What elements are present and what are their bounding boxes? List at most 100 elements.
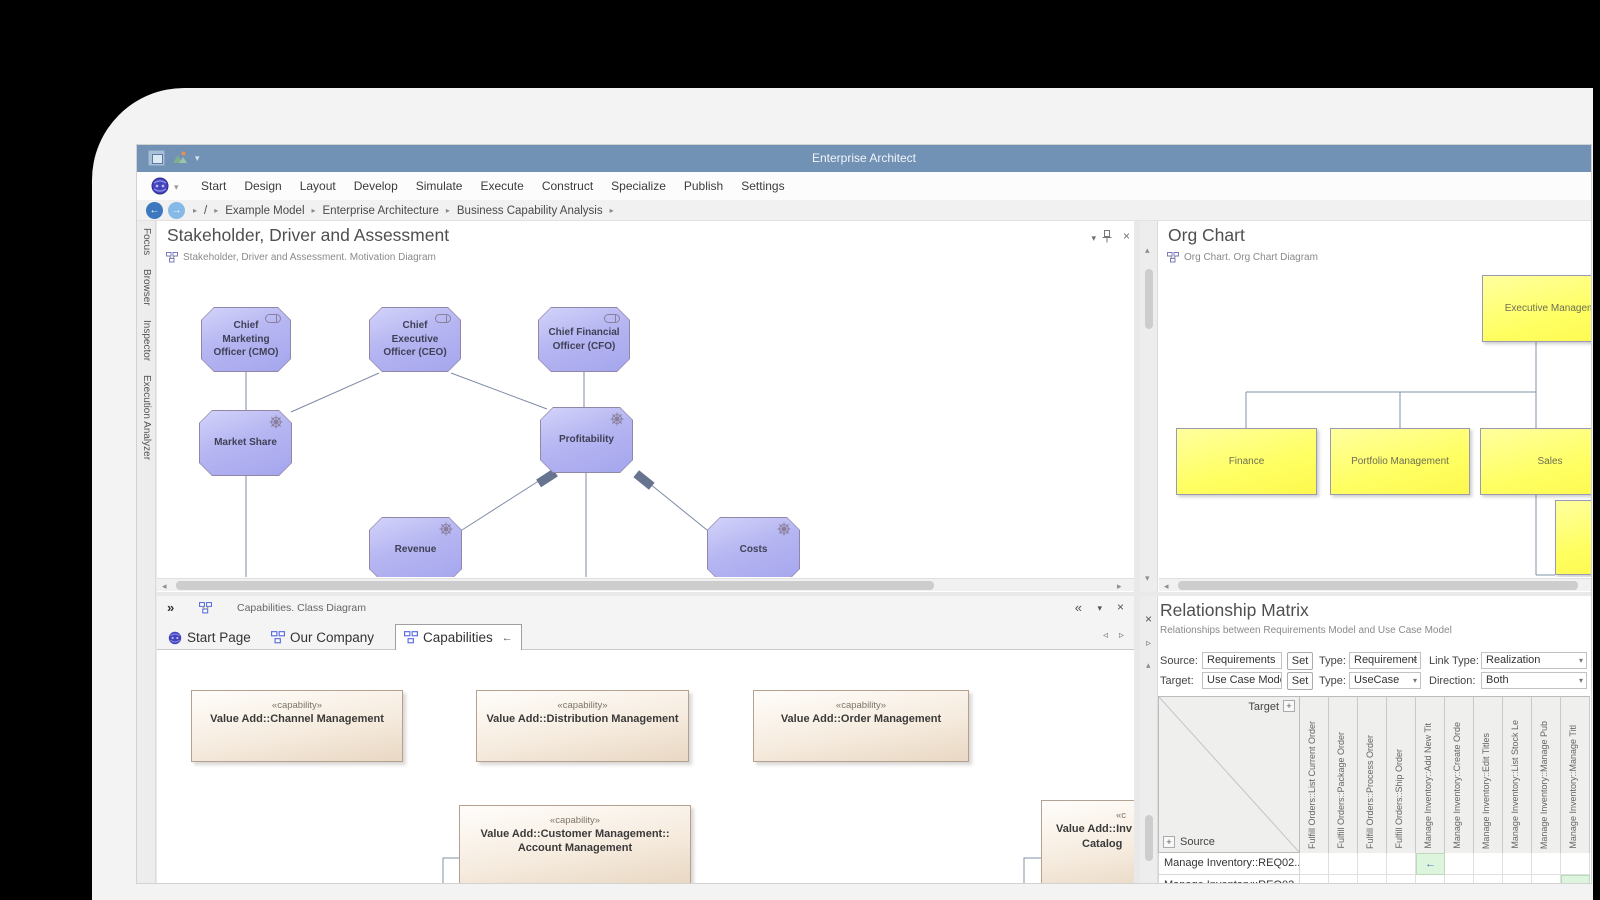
source-type-dropdown[interactable]: Requirement <box>1349 652 1421 669</box>
scroll-thumb[interactable] <box>176 581 934 590</box>
scroll-right-icon[interactable]: ▸ <box>1117 581 1122 591</box>
capability-channel-management[interactable]: «capability» Value Add::Channel Manageme… <box>191 690 403 762</box>
menu-publish[interactable]: Publish <box>683 179 724 193</box>
ea-logo-icon[interactable] <box>151 177 169 195</box>
menu-design[interactable]: Design <box>244 179 282 193</box>
sidetab-inspector[interactable]: Inspector <box>141 319 152 362</box>
node-ceo[interactable]: Chief Executive Officer (CEO) <box>369 307 461 372</box>
capability-partial-right[interactable]: «c Value Add::Inv Catalog <box>1041 800 1134 883</box>
source-field[interactable]: Requirements <box>1202 652 1282 669</box>
app-icon[interactable] <box>148 150 165 166</box>
node-cmo[interactable]: Chief Marketing Officer (CMO) <box>201 307 291 372</box>
sidetab-execution-analyzer[interactable]: Execution Analyzer <box>141 375 152 461</box>
stakeholder-hscrollbar[interactable]: ◂ ▸ <box>157 578 1134 591</box>
scroll-thumb[interactable] <box>1178 581 1578 590</box>
matrix-column-header[interactable]: Manage Inventory::Create Orde <box>1445 696 1474 853</box>
scroll-down-icon[interactable]: ▾ <box>1145 573 1150 583</box>
matrix-cell[interactable] <box>1445 853 1474 875</box>
panel-dropdown-icon[interactable]: ▾ <box>1097 603 1102 613</box>
scroll-up-icon[interactable]: ▴ <box>1145 245 1150 255</box>
menu-develop[interactable]: Develop <box>353 179 398 193</box>
expand-right-icon[interactable]: ▹ <box>1146 638 1152 649</box>
tab-capabilities[interactable]: Capabilities ← <box>395 624 522 651</box>
source-set-button[interactable]: Set <box>1287 652 1313 670</box>
matrix-column-header[interactable]: Fulfill Orders::Process Order <box>1358 696 1387 853</box>
matrix-column-header[interactable]: Manage Inventory::Manage Pub <box>1532 696 1561 853</box>
scroll-thumb[interactable] <box>1145 815 1153 861</box>
matrix-row-label[interactable]: Manage Inventory::REQ02... <box>1158 853 1300 875</box>
capability-account-management[interactable]: «capability» Value Add::Customer Managem… <box>459 805 691 883</box>
capability-distribution-management[interactable]: «capability» Value Add::Distribution Man… <box>476 690 689 762</box>
org-hscrollbar[interactable]: ◂ <box>1159 578 1591 591</box>
org-node-finance[interactable]: Finance <box>1176 428 1317 495</box>
menu-start[interactable]: Start <box>201 179 227 193</box>
target-field[interactable]: Use Case Model <box>1202 672 1282 689</box>
scroll-left-icon[interactable]: ◂ <box>162 581 167 591</box>
matrix-cell[interactable] <box>1329 875 1358 883</box>
breadcrumb-example-model[interactable]: Example Model <box>225 204 305 217</box>
tab-scroll-prev-icon[interactable]: ◃ <box>1102 630 1108 641</box>
link-type-dropdown[interactable]: Realization <box>1481 652 1587 669</box>
org-node-partial[interactable] <box>1555 500 1591 575</box>
capability-order-management[interactable]: «capability» Value Add::Order Management <box>753 690 969 762</box>
tab-scroll-next-icon[interactable]: ▹ <box>1118 630 1124 641</box>
matrix-cell[interactable] <box>1561 853 1590 875</box>
matrix-column-header[interactable]: Manage Inventory::List Stock Le <box>1503 696 1532 853</box>
image-icon[interactable] <box>171 150 189 165</box>
close-icon[interactable]: × <box>1145 612 1153 626</box>
matrix-cell-relationship[interactable]: ← <box>1416 853 1445 875</box>
matrix-cell[interactable] <box>1329 853 1358 875</box>
matrix-column-header[interactable]: Fulfill Orders::List Current Order <box>1300 696 1329 853</box>
tab-our-company[interactable]: Our Company <box>263 625 382 650</box>
matrix-cell[interactable] <box>1532 875 1561 883</box>
target-set-button[interactable]: Set <box>1287 672 1313 690</box>
org-node-portfolio-management[interactable]: Portfolio Management <box>1330 428 1470 495</box>
panel-dropdown-icon[interactable]: ▾ <box>1091 233 1096 243</box>
scroll-left-icon[interactable]: ◂ <box>1164 581 1169 591</box>
breadcrumb-enterprise-architecture[interactable]: Enterprise Architecture <box>322 204 439 217</box>
chevrons-right-icon[interactable]: » <box>167 600 175 615</box>
source-expand-button[interactable]: + <box>1163 836 1175 848</box>
menu-specialize[interactable]: Specialize <box>611 179 666 193</box>
matrix-cell[interactable] <box>1387 875 1416 883</box>
org-node-sales[interactable]: Sales <box>1480 428 1591 495</box>
ea-logo-dropdown-icon[interactable]: ▾ <box>174 182 179 192</box>
matrix-row-label[interactable]: Manage Inventory::REQ02... <box>1158 875 1300 883</box>
sidetab-browser[interactable]: Browser <box>141 269 152 306</box>
node-profitability[interactable]: Profitability <box>540 407 633 473</box>
sidetab-focus[interactable]: Focus <box>141 228 152 256</box>
matrix-column-header[interactable]: Manage Inventory::Add New Tit <box>1416 696 1445 853</box>
org-node-executive-management[interactable]: Executive Management <box>1482 275 1591 342</box>
matrix-cell[interactable] <box>1445 875 1474 883</box>
menu-construct[interactable]: Construct <box>541 179 594 193</box>
matrix-column-header[interactable]: Fulfill Orders::Package Order <box>1329 696 1358 853</box>
close-icon[interactable]: × <box>1122 229 1130 243</box>
close-icon[interactable]: × <box>1116 600 1124 614</box>
matrix-cell[interactable] <box>1503 853 1532 875</box>
node-costs[interactable]: Costs <box>707 517 800 577</box>
node-market-share[interactable]: Market Share <box>199 410 292 476</box>
chevrons-left-icon[interactable]: « <box>1074 600 1082 615</box>
matrix-cell[interactable] <box>1358 875 1387 883</box>
matrix-cell[interactable] <box>1503 875 1532 883</box>
matrix-cell[interactable] <box>1474 875 1503 883</box>
menu-layout[interactable]: Layout <box>299 179 336 193</box>
matrix-cell[interactable] <box>1387 853 1416 875</box>
forward-button[interactable]: → <box>168 202 185 219</box>
matrix-column-header[interactable]: Fulfill Orders::Ship Order <box>1387 696 1416 853</box>
matrix-cell[interactable] <box>1300 875 1329 883</box>
matrix-cell[interactable] <box>1358 853 1387 875</box>
matrix-cell[interactable] <box>1416 875 1445 883</box>
matrix-column-header[interactable]: Manage Inventory::Edit Titles <box>1474 696 1503 853</box>
matrix-cell[interactable] <box>1300 853 1329 875</box>
target-type-dropdown[interactable]: UseCase <box>1349 672 1421 689</box>
breadcrumb-business-capability-analysis[interactable]: Business Capability Analysis <box>456 204 603 217</box>
menu-simulate[interactable]: Simulate <box>415 179 463 193</box>
direction-dropdown[interactable]: Both <box>1481 672 1587 689</box>
scroll-thumb[interactable] <box>1145 269 1153 329</box>
target-expand-button[interactable]: + <box>1283 700 1295 712</box>
matrix-cell[interactable] <box>1474 853 1503 875</box>
menu-execute[interactable]: Execute <box>480 179 524 193</box>
node-revenue[interactable]: Revenue <box>369 517 462 577</box>
quick-access-dropdown-icon[interactable]: ▾ <box>195 153 200 163</box>
